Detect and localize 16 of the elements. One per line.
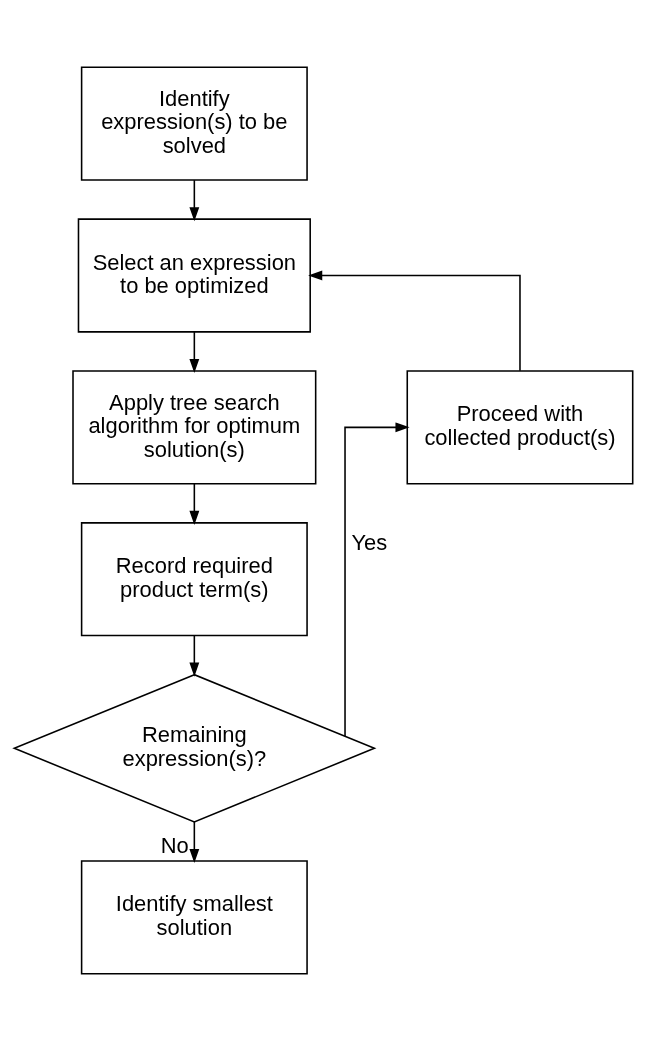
node-box: Proceed with collected product(s) [406, 369, 634, 484]
node-box: Identify expression(s) to be solved [80, 65, 308, 181]
arrow [189, 330, 200, 373]
arrow [189, 820, 200, 863]
arrow [344, 421, 410, 737]
edge-label: Yes [351, 529, 388, 555]
node-box: Select an expression to be optimized [77, 217, 311, 333]
arrow [189, 482, 200, 525]
arrow [189, 634, 200, 677]
arrow [189, 178, 200, 221]
arrow [308, 270, 521, 372]
edge-label: No [160, 832, 189, 858]
node-box: Apply tree search algorithm for optimum solution(s) [72, 369, 317, 484]
node-box: Identify smallest solution [80, 859, 308, 975]
node-diamond: Remaining expression(s)? [12, 673, 377, 823]
node-box: Record required product term(s) [80, 521, 308, 636]
